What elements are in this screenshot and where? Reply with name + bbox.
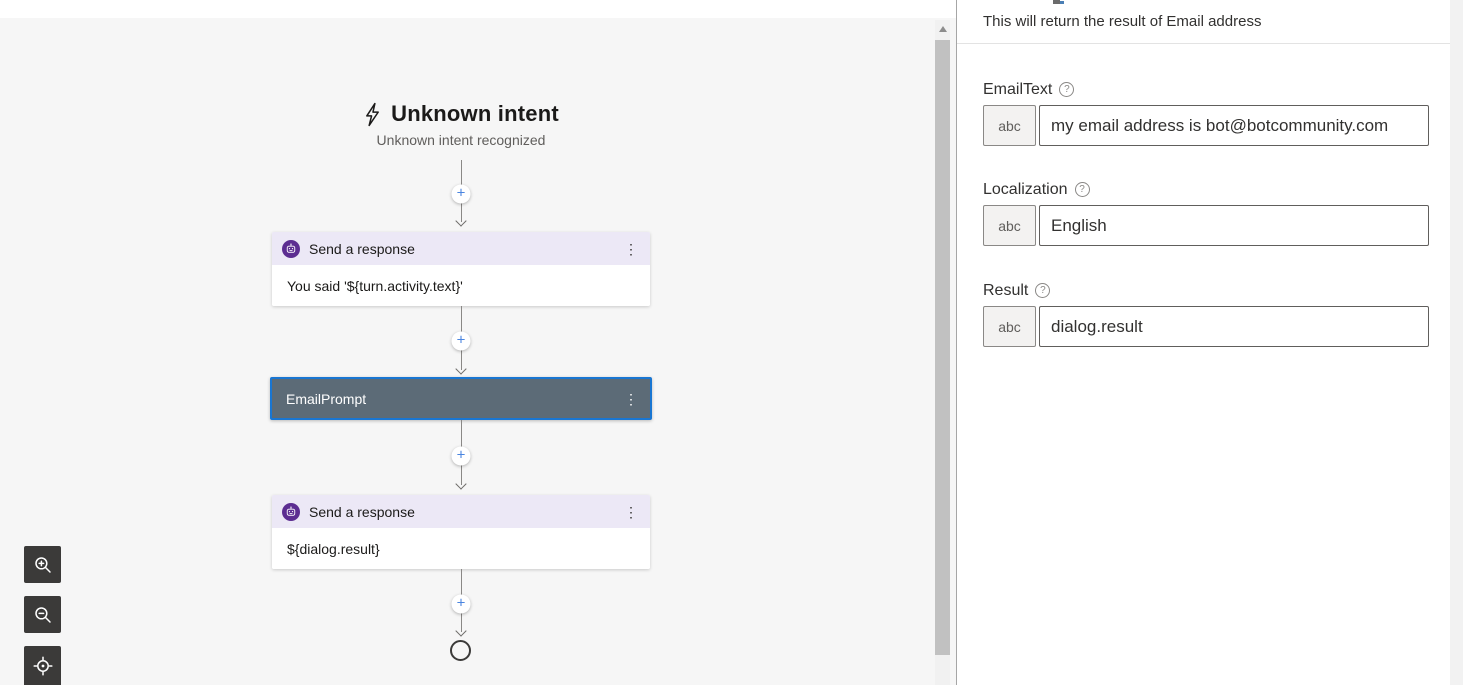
field-label: Result <box>983 282 1029 299</box>
trigger-heading: Unknown intent <box>272 101 650 127</box>
node-menu-button[interactable]: ⋮ <box>624 503 638 520</box>
node-send-response-2[interactable]: Send a response ⋮ ${dialog.result} <box>272 495 650 569</box>
canvas-scrollbar <box>935 20 950 685</box>
bot-icon <box>282 502 300 521</box>
help-icon[interactable]: ? <box>1035 282 1051 298</box>
node-header: Send a response ⋮ <box>272 232 650 265</box>
field-label: EmailText <box>983 81 1053 98</box>
zoom-out-button[interactable] <box>24 596 61 633</box>
bot-icon <box>282 239 300 258</box>
field-localization: Localization ? abc <box>983 179 1429 246</box>
properties-panel: This will return the result of Email add… <box>957 0 1463 685</box>
connector: + <box>451 569 471 638</box>
node-title: EmailPrompt <box>286 390 367 407</box>
node-body-text: You said '${turn.activity.text}' <box>272 265 650 306</box>
node-menu-button[interactable]: ⋮ <box>624 390 638 407</box>
arrowhead-icon <box>455 215 467 227</box>
connector: + <box>451 160 471 228</box>
connector: + <box>451 420 471 491</box>
type-prefix-abc[interactable]: abc <box>983 306 1036 347</box>
crosshair-icon <box>32 655 54 677</box>
node-body-text: ${dialog.result} <box>272 528 650 569</box>
trigger-subtitle: Unknown intent recognized <box>376 132 546 148</box>
help-icon[interactable]: ? <box>1059 81 1075 97</box>
panel-separator <box>956 0 957 685</box>
zoom-in-button[interactable] <box>24 546 61 583</box>
clipped-heading-fragment <box>1053 0 1065 4</box>
help-icon[interactable]: ? <box>1074 181 1090 197</box>
scrollbar-thumb[interactable] <box>935 40 950 655</box>
node-send-response-1[interactable]: Send a response ⋮ You said '${turn.activ… <box>272 232 650 306</box>
node-email-prompt-selected[interactable]: EmailPrompt ⋮ <box>270 377 652 420</box>
panel-scroll-gutter[interactable] <box>1450 0 1463 685</box>
emailtext-input[interactable] <box>1039 105 1429 146</box>
flow-end-terminal <box>450 640 471 661</box>
fit-to-view-button[interactable] <box>24 646 61 685</box>
lightning-bolt-icon <box>363 102 382 127</box>
node-menu-button[interactable]: ⋮ <box>624 240 638 257</box>
type-prefix-abc[interactable]: abc <box>983 205 1036 246</box>
arrowhead-icon <box>455 625 467 637</box>
type-prefix-abc[interactable]: abc <box>983 105 1036 146</box>
connector: + <box>451 306 471 376</box>
node-title: Send a response <box>309 240 415 257</box>
scrollbar-up-arrow[interactable] <box>935 20 950 37</box>
field-label: Localization <box>983 181 1068 198</box>
add-step-button[interactable]: + <box>451 184 471 204</box>
panel-description: This will return the result of Email add… <box>983 13 1262 30</box>
trigger-title: Unknown intent <box>391 101 559 126</box>
magnifier-plus-icon <box>33 555 53 575</box>
add-step-button[interactable]: + <box>451 331 471 351</box>
flow-canvas[interactable]: Unknown intent Unknown intent recognized… <box>0 0 957 685</box>
result-input[interactable] <box>1039 306 1429 347</box>
magnifier-minus-icon <box>33 605 53 625</box>
canvas-top-strip <box>0 0 957 18</box>
add-step-button[interactable]: + <box>451 594 471 613</box>
add-step-button[interactable]: + <box>451 446 471 465</box>
panel-divider <box>957 43 1450 44</box>
arrowhead-icon <box>455 478 467 490</box>
field-result: Result ? abc <box>983 280 1429 347</box>
arrowhead-icon <box>455 363 467 375</box>
localization-input[interactable] <box>1039 205 1429 246</box>
node-header: Send a response ⋮ <box>272 495 650 528</box>
field-emailtext: EmailText ? abc <box>983 79 1429 146</box>
node-title: Send a response <box>309 503 415 520</box>
